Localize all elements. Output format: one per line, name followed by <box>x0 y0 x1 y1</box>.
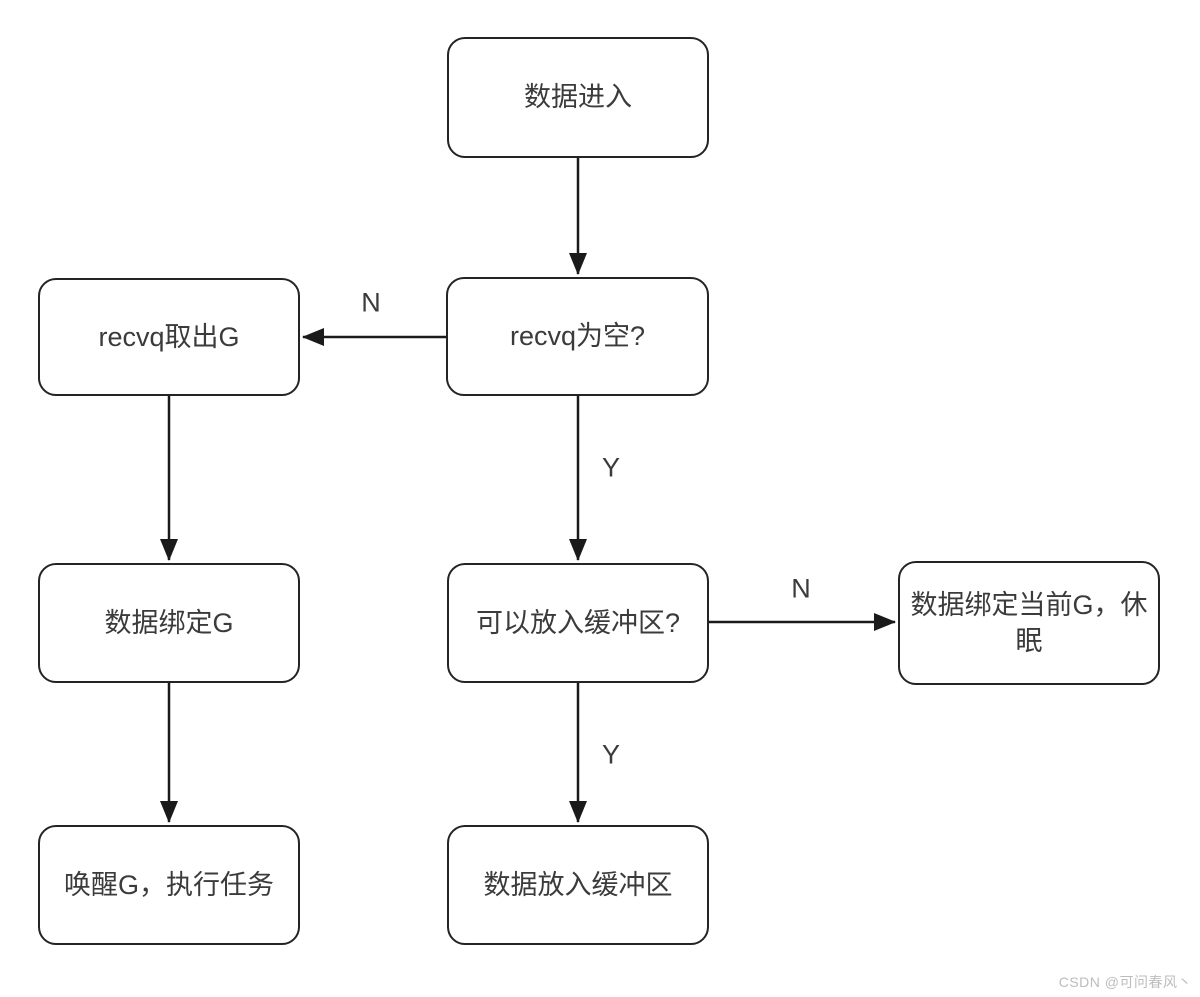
node-buffer-check: 可以放入缓冲区? <box>447 563 709 683</box>
edge-label-recvq-not-empty: N <box>361 287 381 318</box>
node-recvq-empty: recvq为空? <box>446 277 709 396</box>
node-data-to-buffer: 数据放入缓冲区 <box>447 825 709 945</box>
node-bind-g: 数据绑定G <box>38 563 300 683</box>
node-wake-g: 唤醒G，执行任务 <box>38 825 300 945</box>
node-bind-current-sleep: 数据绑定当前G，休眠 <box>898 561 1160 685</box>
edge-label-recvq-is-empty: Y <box>601 452 621 483</box>
node-wake-g-label: 唤醒G，执行任务 <box>63 869 274 900</box>
node-data-to-buffer-label: 数据放入缓冲区 <box>483 869 673 900</box>
node-recvq-take-label: recvq取出G <box>98 321 240 352</box>
node-bind-g-label: 数据绑定G <box>104 607 234 638</box>
node-data-enter-label: 数据进入 <box>524 82 632 113</box>
node-buffer-check-label: 可以放入缓冲区? <box>475 607 681 638</box>
node-data-enter: 数据进入 <box>447 37 709 158</box>
node-bind-current-sleep-label: 数据绑定当前G，休眠 <box>910 589 1148 656</box>
edge-label-buffer-full: N <box>791 573 811 604</box>
edge-label-buffer-has-room: Y <box>601 739 621 770</box>
node-recvq-empty-label: recvq为空? <box>509 321 646 352</box>
node-recvq-take: recvq取出G <box>38 278 300 396</box>
csdn-watermark: CSDN @可问春风丶 <box>1058 974 1192 990</box>
